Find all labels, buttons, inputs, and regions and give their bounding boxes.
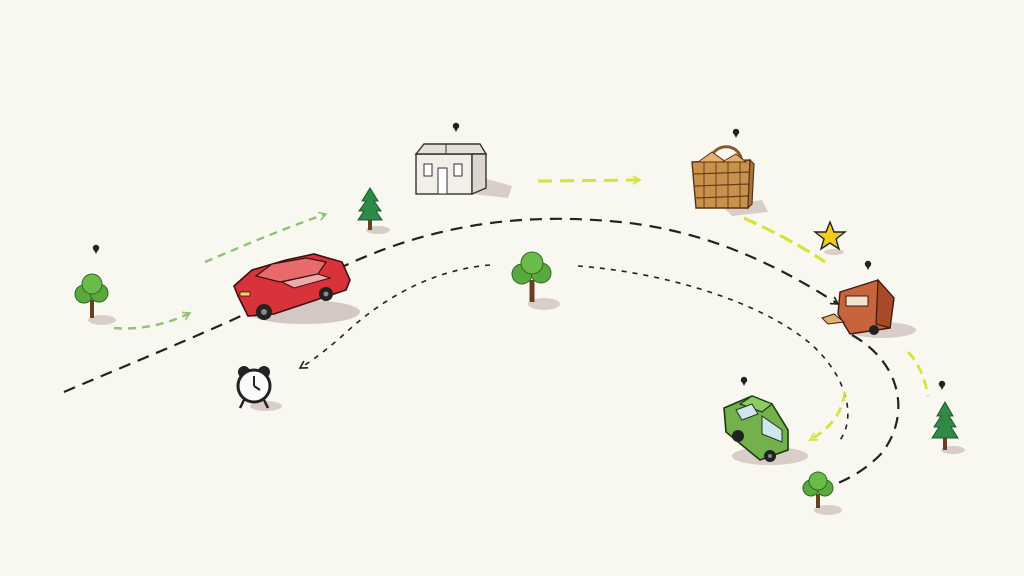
- camper-trailer-icon: [821, 278, 916, 338]
- pine-tree-icon: [357, 187, 390, 234]
- location-pin-icon: [864, 260, 872, 270]
- red-car-icon: [233, 253, 360, 324]
- location-pin-icon: [732, 128, 740, 138]
- return-path: [298, 264, 491, 369]
- main-road-path-continued: [835, 334, 900, 486]
- green-route-middle: [204, 211, 328, 264]
- main-road-path: [63, 217, 840, 394]
- green-van-icon: [723, 395, 808, 465]
- location-pin-icon: [938, 380, 946, 390]
- yellow-route-pine: [906, 351, 930, 397]
- detour-path: [577, 265, 849, 441]
- deciduous-tree-icon: [74, 273, 116, 325]
- house-icon: [414, 143, 512, 198]
- picnic-basket-icon: [691, 145, 768, 216]
- location-pin-icon: [92, 244, 100, 254]
- yellow-route-basket: [743, 216, 826, 264]
- alarm-clock-icon: [236, 366, 282, 411]
- yellow-route-van: [808, 391, 847, 442]
- location-pin-icon: [452, 122, 460, 132]
- pine-tree-icon: [931, 400, 965, 454]
- star-icon: [812, 220, 848, 255]
- deciduous-tree-icon: [511, 251, 560, 310]
- green-route-start: [113, 311, 192, 330]
- deciduous-tree-icon: [802, 471, 842, 515]
- location-pin-icon: [740, 376, 748, 386]
- yellow-route-top: [537, 175, 642, 185]
